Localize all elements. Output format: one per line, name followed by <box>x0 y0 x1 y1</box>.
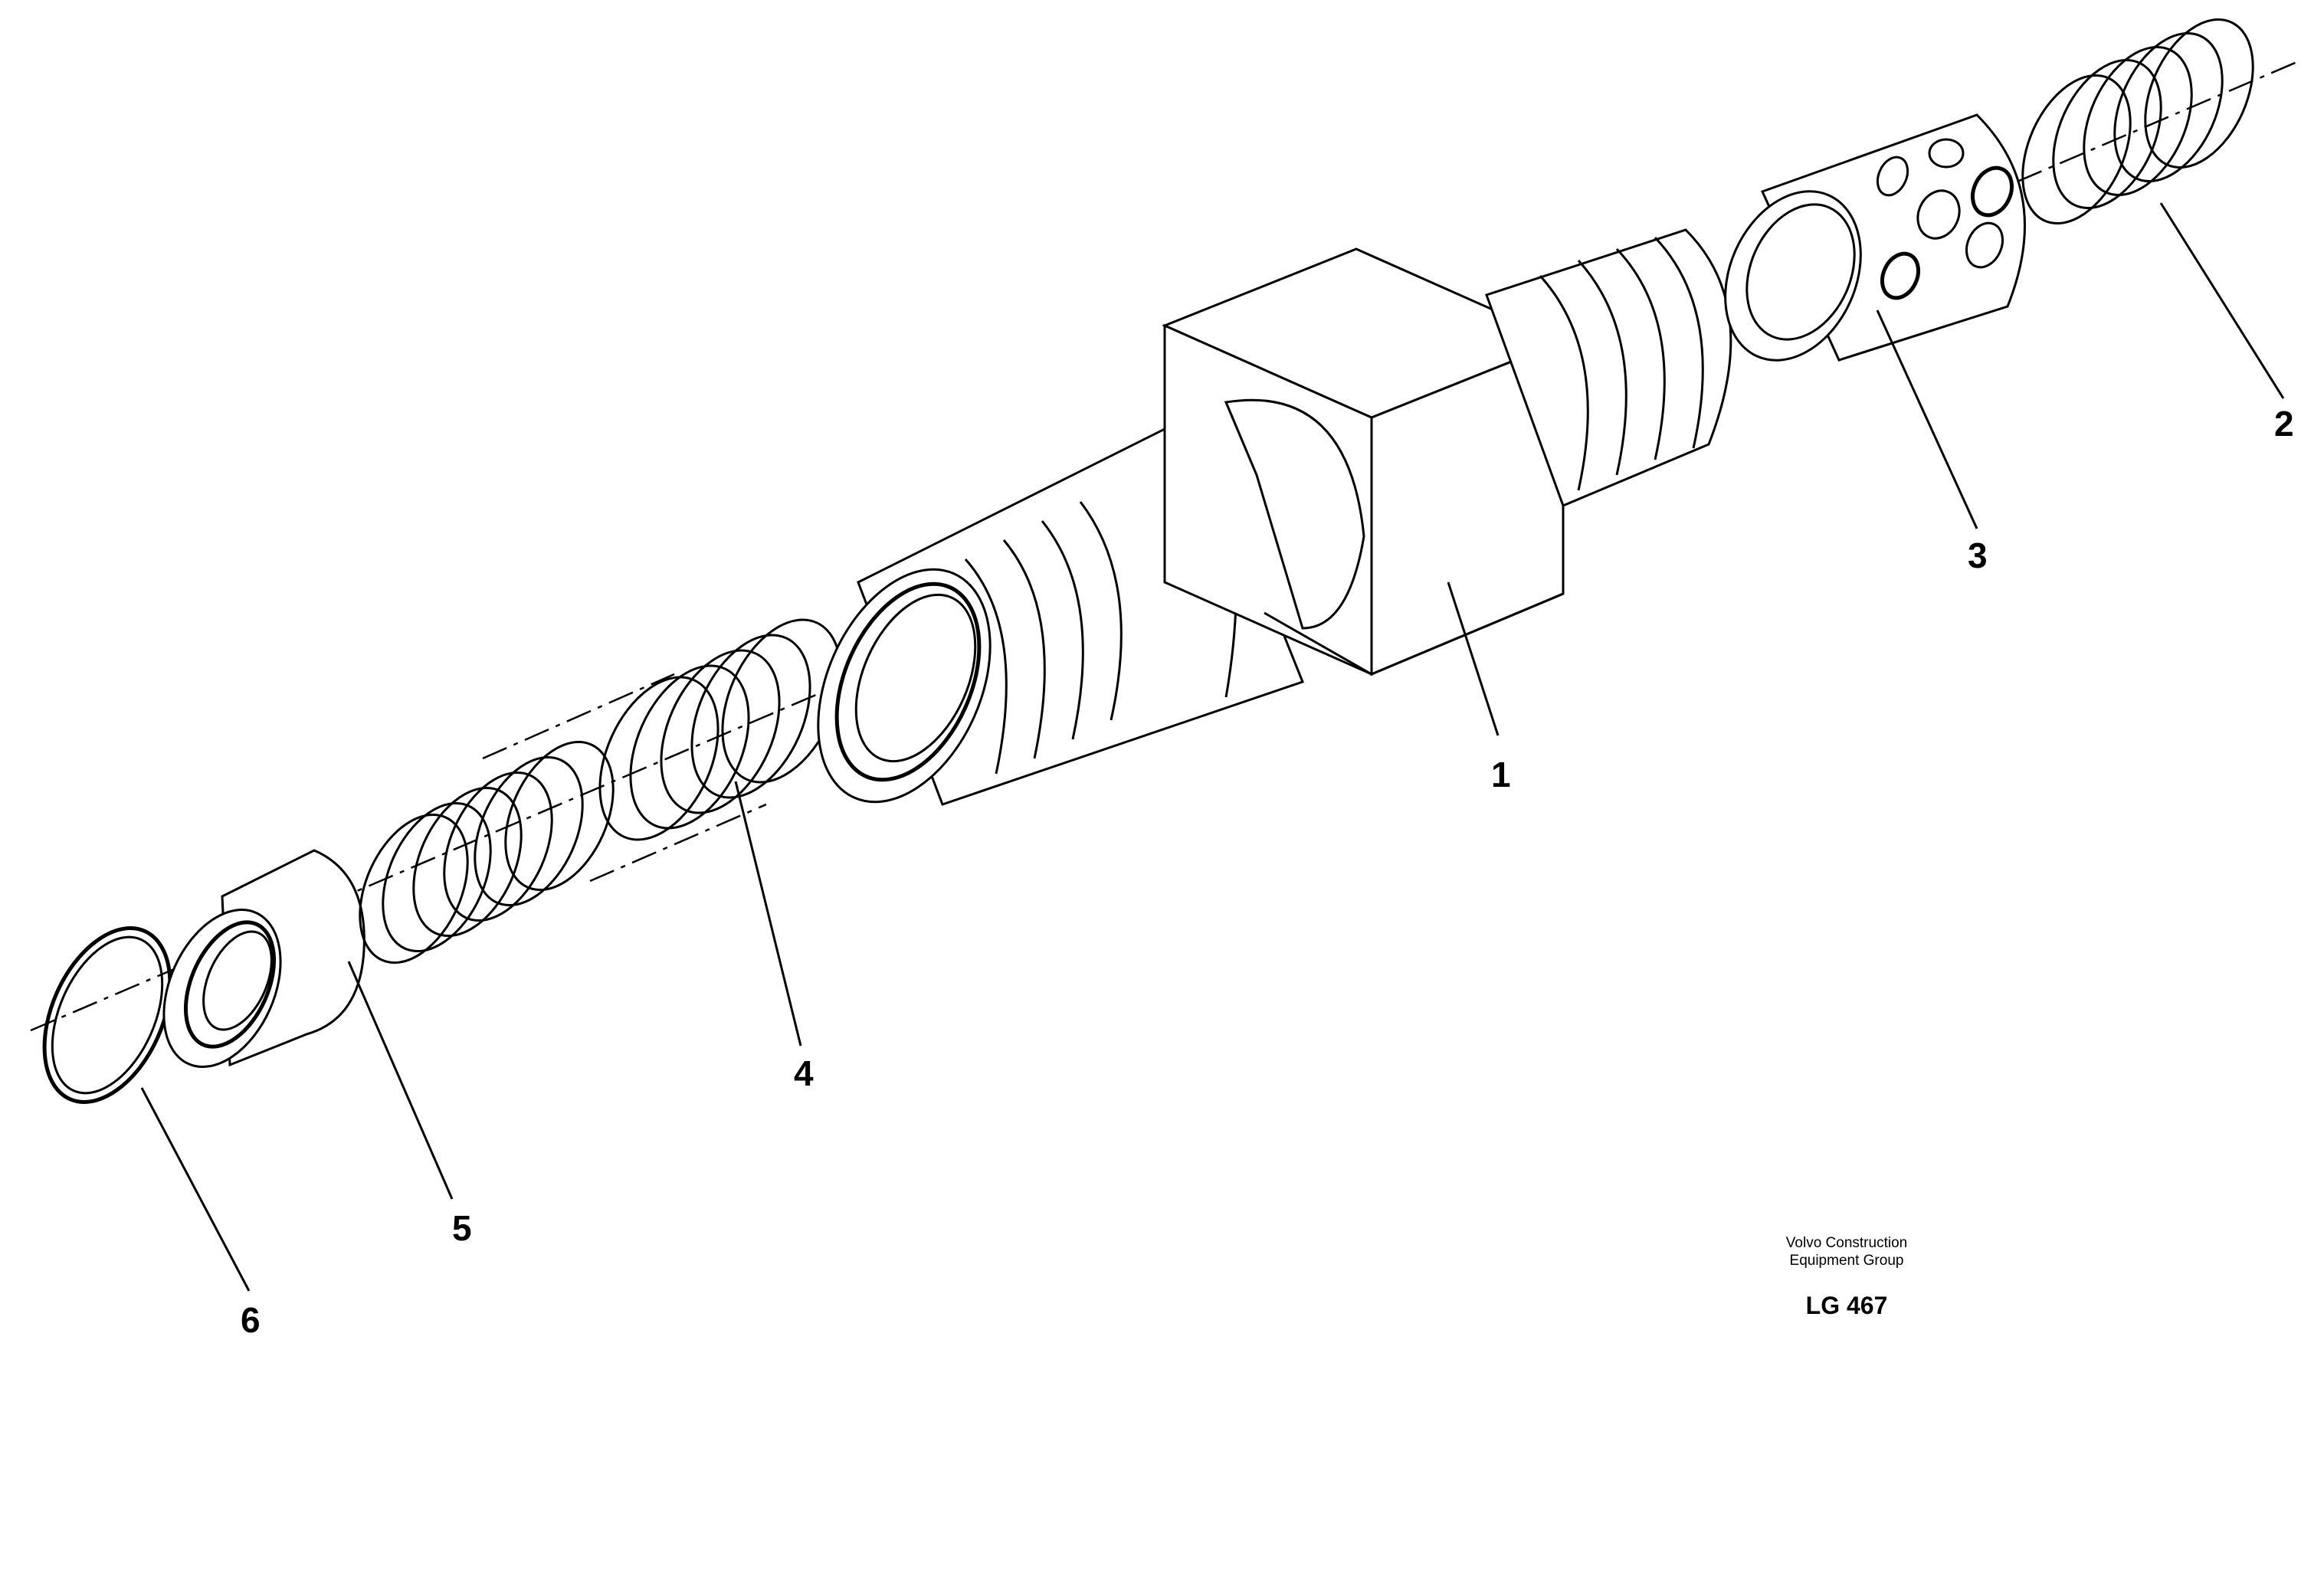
leader-line-4 <box>734 781 802 1047</box>
footer-drawing-code: LG 467 <box>1805 1291 1888 1319</box>
footer-company-line-2: Equipment Group <box>1789 1252 1904 1269</box>
part-1-housing-block <box>1162 247 1566 676</box>
callout-5: 5 <box>452 1208 472 1248</box>
callout-3: 3 <box>1968 536 1988 575</box>
part-3-perforated-sleeve <box>1724 113 2026 362</box>
footer-company-line-1: Volvo Construction <box>1785 1235 1908 1251</box>
part-5-sleeve <box>162 849 365 1068</box>
leader-line-5 <box>347 961 454 1200</box>
leader-line-6 <box>140 1087 251 1292</box>
part-4-spring-assembly <box>482 618 842 883</box>
leader-lines <box>140 202 2285 1292</box>
spring-left <box>359 740 615 965</box>
leader-line-2 <box>2159 202 2285 399</box>
callout-6: 6 <box>241 1300 261 1340</box>
callout-2: 2 <box>2274 404 2294 444</box>
part-2-spring <box>2021 18 2254 225</box>
leader-line-3 <box>1876 310 1978 529</box>
callout-1: 1 <box>1491 755 1511 794</box>
callout-4: 4 <box>794 1053 814 1093</box>
footer-block: Volvo Construction Equipment Group LG 46… <box>1739 1235 1954 1320</box>
leader-line-1 <box>1447 581 1500 736</box>
part-6-o-ring <box>42 926 172 1104</box>
